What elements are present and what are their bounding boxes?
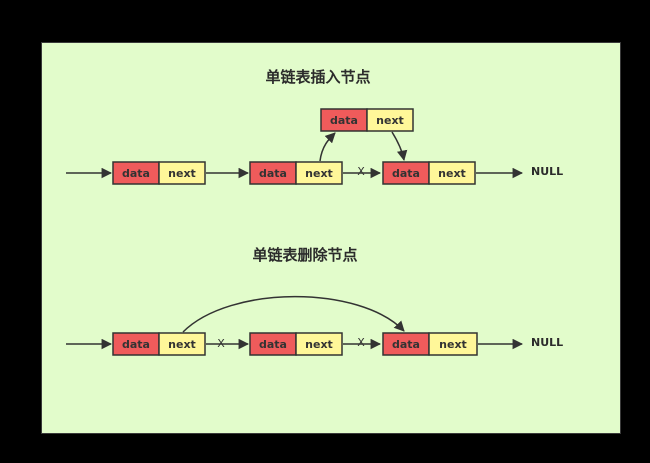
insert-new-node: data next [320,108,414,132]
cut-mark: X [357,336,365,349]
data-label: data [392,167,420,180]
data-label: data [392,338,420,351]
next-label: next [305,167,333,180]
next-cell [295,161,343,185]
next-cell [158,161,206,185]
insert-node-b: data next [249,161,343,185]
next-cell [428,332,478,356]
next-label: next [438,167,466,180]
next-label: next [376,114,404,127]
cut-mark: X [217,337,225,350]
next-label: next [168,167,196,180]
b-to-new-arrow [319,132,336,162]
cut-mark: X [357,165,365,178]
data-label: data [122,338,150,351]
null-label: NULL [531,336,563,349]
next-label: next [439,338,467,351]
data-label: data [122,167,150,180]
data-label: data [259,167,287,180]
insert-node-c: data next [382,161,476,185]
next-cell [295,332,343,356]
insert-title: 单链表插入节点 [265,68,370,86]
next-cell [366,108,414,132]
insert-node-a: data next [112,161,206,185]
next-cell [158,332,206,356]
next-label: next [305,338,333,351]
delete-node-c: data next [382,332,478,356]
null-label: NULL [531,165,563,178]
next-label: next [168,338,196,351]
delete-node-a: data next [112,332,206,356]
delete-node-b: data next [249,332,343,356]
data-label: data [259,338,287,351]
diagram-canvas [41,42,621,434]
bypass-arrow [182,295,405,333]
next-cell [428,161,476,185]
delete-title: 单链表删除节点 [252,246,357,264]
new-to-c-arrow [391,131,408,162]
data-label: data [330,114,358,127]
